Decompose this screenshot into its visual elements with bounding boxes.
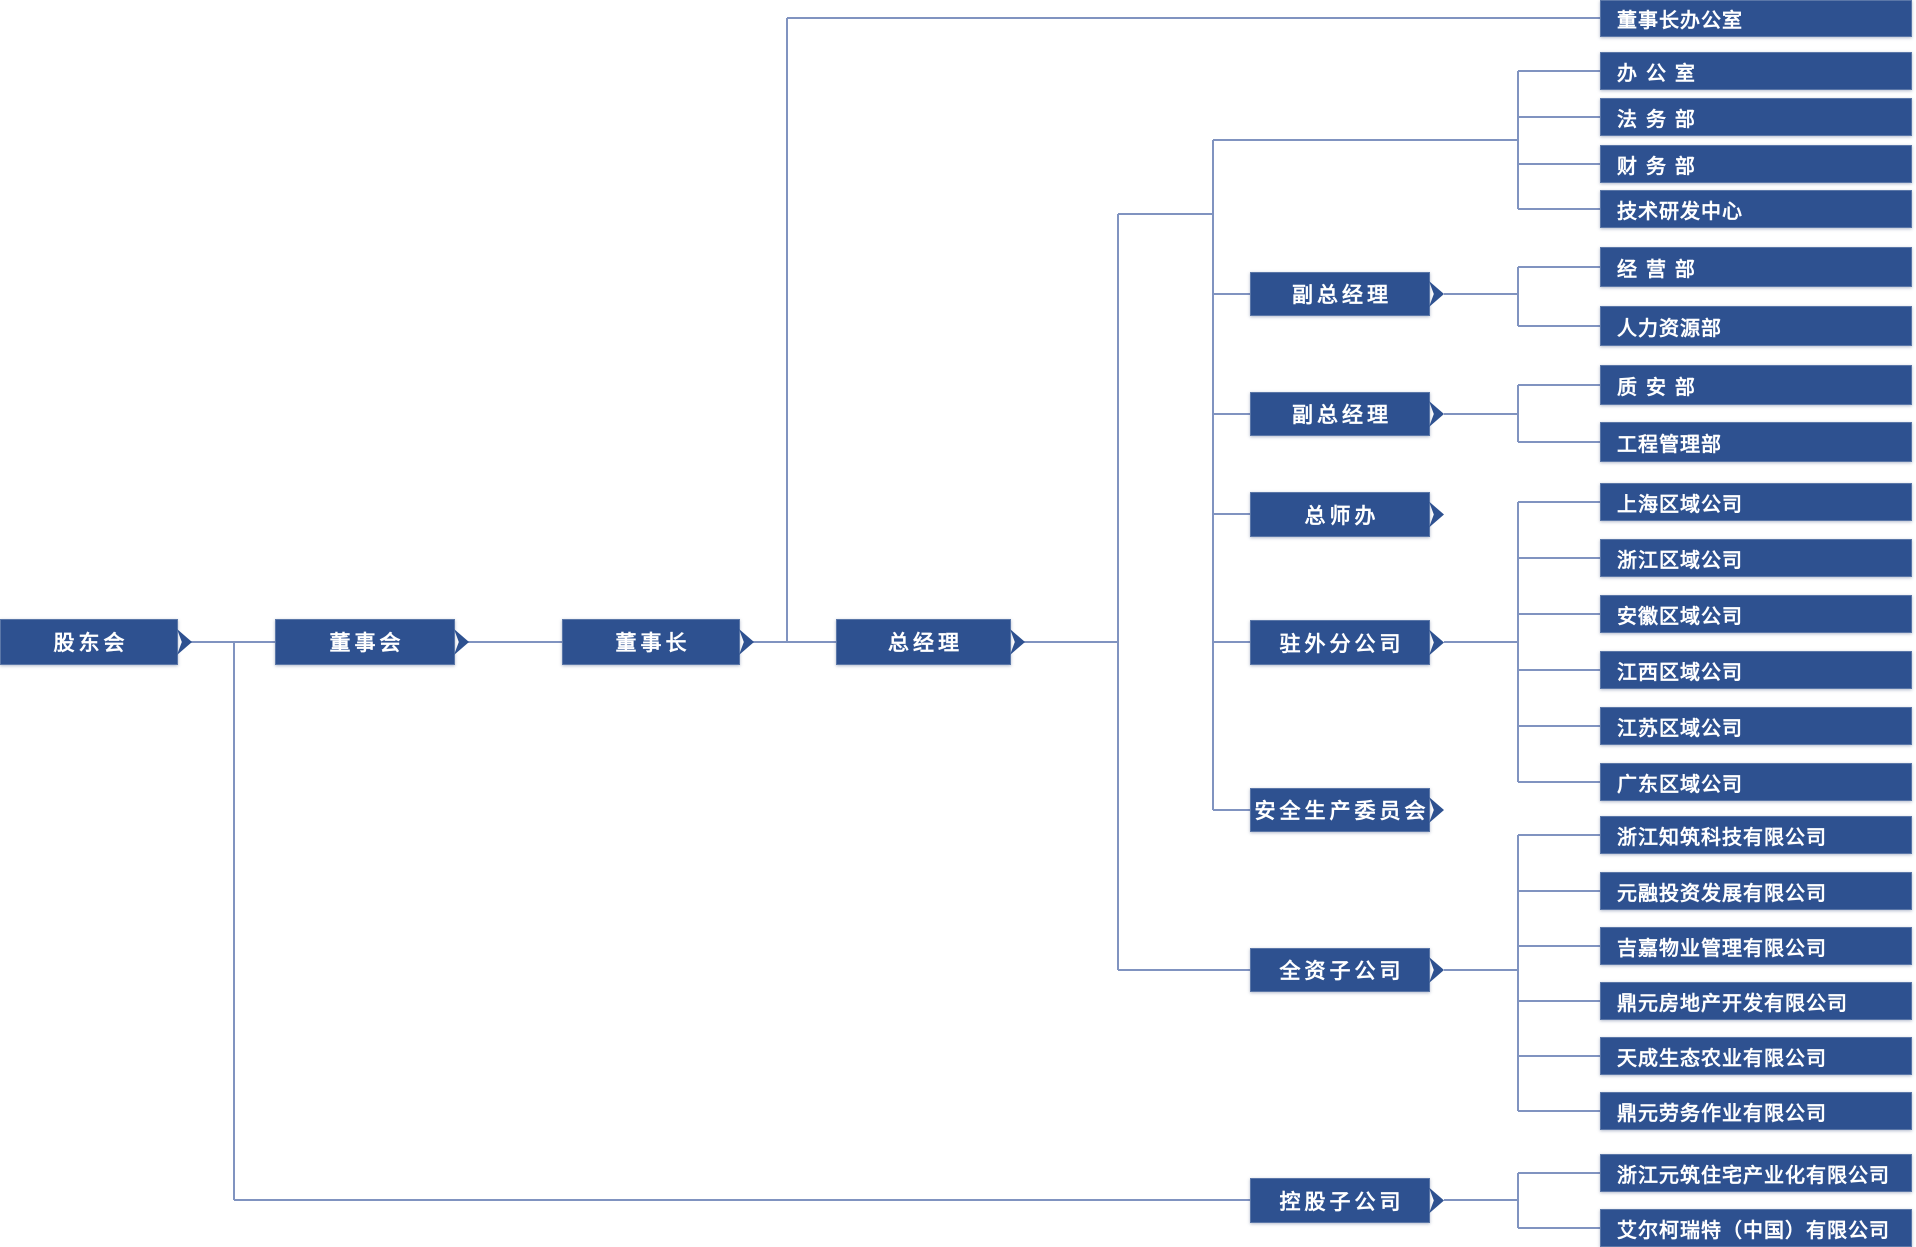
connector-line	[1212, 140, 1214, 810]
org-node-general-manager: 总经理	[836, 619, 1011, 665]
connector-line	[1518, 208, 1600, 210]
connector-line	[1518, 325, 1600, 327]
org-node-office: 办 公 室	[1600, 52, 1912, 90]
org-node-guangdong-regional: 广东区域公司	[1600, 763, 1912, 801]
org-node-board-of-directors: 董事会	[275, 619, 455, 665]
org-node-chairman-office: 董事长办公室	[1600, 0, 1912, 37]
org-node-legal-dept: 法 务 部	[1600, 98, 1912, 136]
org-node-overseas-branches: 驻外分公司	[1250, 620, 1430, 665]
connector-line	[787, 17, 1600, 19]
connector-line	[786, 18, 788, 642]
connector-line	[1213, 293, 1250, 295]
connector-line	[1518, 1110, 1600, 1112]
connector-line	[1444, 413, 1518, 415]
org-node-dingyuan-labor-services-co: 鼎元劳务作业有限公司	[1600, 1092, 1912, 1130]
org-node-finance-dept: 财 务 部	[1600, 145, 1912, 183]
connector-line	[1213, 413, 1250, 415]
org-node-quality-safety-dept: 质 安 部	[1600, 365, 1912, 405]
org-node-zhejiang-regional: 浙江区域公司	[1600, 539, 1912, 577]
connector-line	[1118, 969, 1250, 971]
connector-line	[1117, 214, 1119, 970]
connector-line	[1518, 70, 1600, 72]
org-node-safety-production-committee: 安全生产委员会	[1250, 788, 1430, 832]
connector-line	[1444, 1199, 1518, 1201]
org-node-zhizhu-technology-co: 浙江知筑科技有限公司	[1600, 816, 1912, 854]
connector-line	[1517, 835, 1519, 1111]
org-node-wholly-owned-subsidiaries: 全资子公司	[1250, 948, 1430, 992]
connector-line	[1518, 834, 1600, 836]
org-node-engineering-mgmt-dept: 工程管理部	[1600, 422, 1912, 462]
connector-line	[233, 642, 235, 1200]
connector-line	[1213, 641, 1250, 643]
connector-line	[467, 641, 562, 643]
connector-line	[1518, 613, 1600, 615]
connector-line	[1518, 781, 1600, 783]
connector-line	[1517, 502, 1519, 782]
connector-line	[1517, 1173, 1519, 1228]
org-node-shanghai-regional: 上海区域公司	[1600, 483, 1912, 521]
connector-line	[1444, 969, 1518, 971]
connector-line	[1517, 385, 1519, 442]
org-node-holding-subsidiaries: 控股子公司	[1250, 1178, 1430, 1223]
connector-line	[1518, 266, 1600, 268]
connector-line	[234, 1199, 1250, 1201]
org-node-anhui-regional: 安徽区域公司	[1600, 595, 1912, 633]
connector-line	[1518, 1172, 1600, 1174]
connector-line	[1517, 71, 1519, 209]
connector-line	[1518, 501, 1600, 503]
connector-line	[1518, 945, 1600, 947]
connector-line	[1213, 139, 1518, 141]
connector-line	[1518, 557, 1600, 559]
org-node-jiangsu-regional: 江苏区域公司	[1600, 707, 1912, 745]
org-node-jijia-property-mgmt-co: 吉嘉物业管理有限公司	[1600, 927, 1912, 965]
org-node-rd-center: 技术研发中心	[1600, 190, 1912, 228]
org-node-deputy-gm-2: 副总经理	[1250, 392, 1430, 436]
org-node-chairman: 董事长	[562, 619, 740, 665]
connector-line	[1213, 513, 1250, 515]
connector-line	[1518, 163, 1600, 165]
connector-line	[1518, 384, 1600, 386]
connector-line	[1518, 1227, 1600, 1229]
connector-line	[1444, 641, 1518, 643]
connector-line	[1518, 669, 1600, 671]
connector-line	[190, 641, 275, 643]
org-node-jiangxi-regional: 江西区域公司	[1600, 651, 1912, 689]
org-node-shareholders-meeting: 股东会	[0, 619, 178, 665]
connector-line	[1444, 293, 1518, 295]
org-node-yuanzhu-housing-industrialization-co: 浙江元筑住宅产业化有限公司	[1600, 1154, 1912, 1192]
connector-line	[1518, 116, 1600, 118]
org-node-tiancheng-eco-agriculture-co: 天成生态农业有限公司	[1600, 1037, 1912, 1075]
connector-line	[752, 641, 836, 643]
connector-line	[1518, 441, 1600, 443]
org-node-yuanrong-investment-co: 元融投资发展有限公司	[1600, 872, 1912, 910]
connector-line	[1518, 1000, 1600, 1002]
connector-line	[1517, 267, 1519, 326]
connector-line	[1518, 725, 1600, 727]
org-node-aerkeruite-china-co: 艾尔柯瑞特（中国）有限公司	[1600, 1209, 1912, 1247]
org-node-deputy-gm-1: 副总经理	[1250, 272, 1430, 316]
connector-line	[1518, 1055, 1600, 1057]
org-node-operations-dept: 经 营 部	[1600, 247, 1912, 287]
connector-line	[1118, 213, 1213, 215]
connector-line	[1213, 809, 1250, 811]
connector-line	[1518, 890, 1600, 892]
org-node-hr-dept: 人力资源部	[1600, 306, 1912, 346]
connector-line	[1023, 641, 1118, 643]
org-node-dingyuan-realestate-co: 鼎元房地产开发有限公司	[1600, 982, 1912, 1020]
org-node-chief-engineer-office: 总师办	[1250, 492, 1430, 537]
